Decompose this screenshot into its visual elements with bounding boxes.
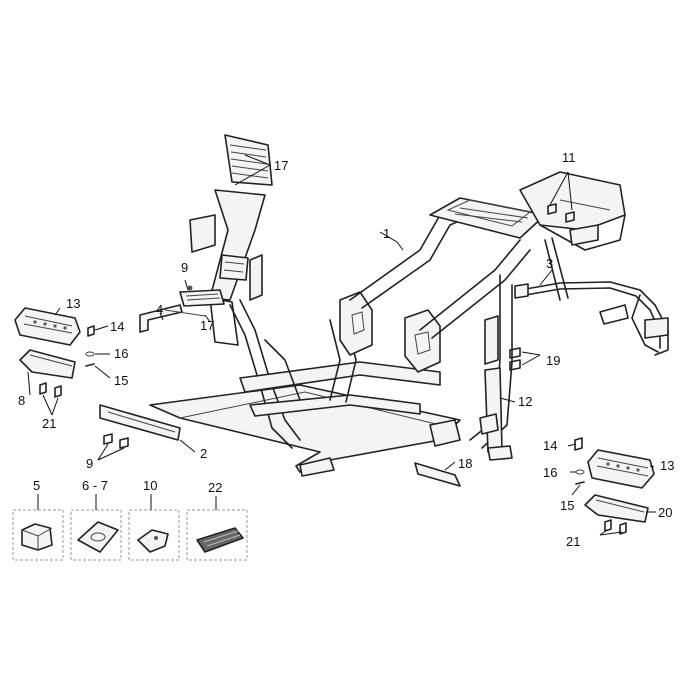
callout-22: 22 (208, 480, 222, 495)
leader-lines (27, 154, 656, 536)
box-part-10 (128, 509, 180, 561)
main-frame (149, 171, 626, 477)
left-footrest-cover (19, 349, 76, 379)
callout-4: 4 (156, 302, 163, 317)
callout-labels: 1 2 3 4 5 6 - 7 8 9 9 10 11 12 13 13 14 … (18, 150, 674, 549)
callout-14-left: 14 (110, 319, 124, 334)
callout-13-right: 13 (660, 458, 674, 473)
right-footrest (587, 449, 655, 489)
left-footrest (14, 307, 81, 346)
callout-9-lower: 9 (86, 456, 93, 471)
fasteners (39, 203, 627, 535)
right-footrest-cover (584, 494, 649, 523)
callout-5: 5 (33, 478, 40, 493)
callout-8: 8 (18, 393, 25, 408)
callout-19: 19 (546, 353, 560, 368)
callout-3: 3 (546, 256, 553, 271)
strip-part-18 (414, 462, 461, 487)
callout-9-upper: 9 (181, 260, 188, 275)
callout-6-7: 6 - 7 (82, 478, 108, 493)
callout-1: 1 (383, 226, 390, 241)
bracket-part-12 (479, 367, 513, 461)
callout-20: 20 (658, 505, 672, 520)
callout-17-lower: 17 (200, 318, 214, 333)
callout-16-right: 16 (543, 465, 557, 480)
callout-11: 11 (562, 150, 576, 165)
callout-21-left: 21 (42, 416, 56, 431)
skid-plate-part-2 (99, 404, 181, 441)
box-leaders (37, 494, 217, 510)
callout-15-right: 15 (560, 498, 574, 513)
box-part-5 (12, 509, 64, 561)
callout-18: 18 (458, 456, 472, 471)
callout-16-left: 16 (114, 346, 128, 361)
callout-13-left: 13 (66, 296, 80, 311)
callout-17-upper: 17 (274, 158, 288, 173)
callout-14-right: 14 (543, 438, 557, 453)
steering-head-tube (179, 134, 273, 346)
callout-21-right: 21 (566, 534, 580, 549)
callout-12: 12 (518, 394, 532, 409)
callout-15-left: 15 (114, 373, 128, 388)
callout-10: 10 (143, 478, 157, 493)
bracket-part-4 (139, 304, 206, 333)
callout-2: 2 (200, 446, 207, 461)
side-stand (514, 281, 669, 356)
box-part-22 (186, 509, 248, 561)
box-part-6-7 (70, 509, 122, 561)
